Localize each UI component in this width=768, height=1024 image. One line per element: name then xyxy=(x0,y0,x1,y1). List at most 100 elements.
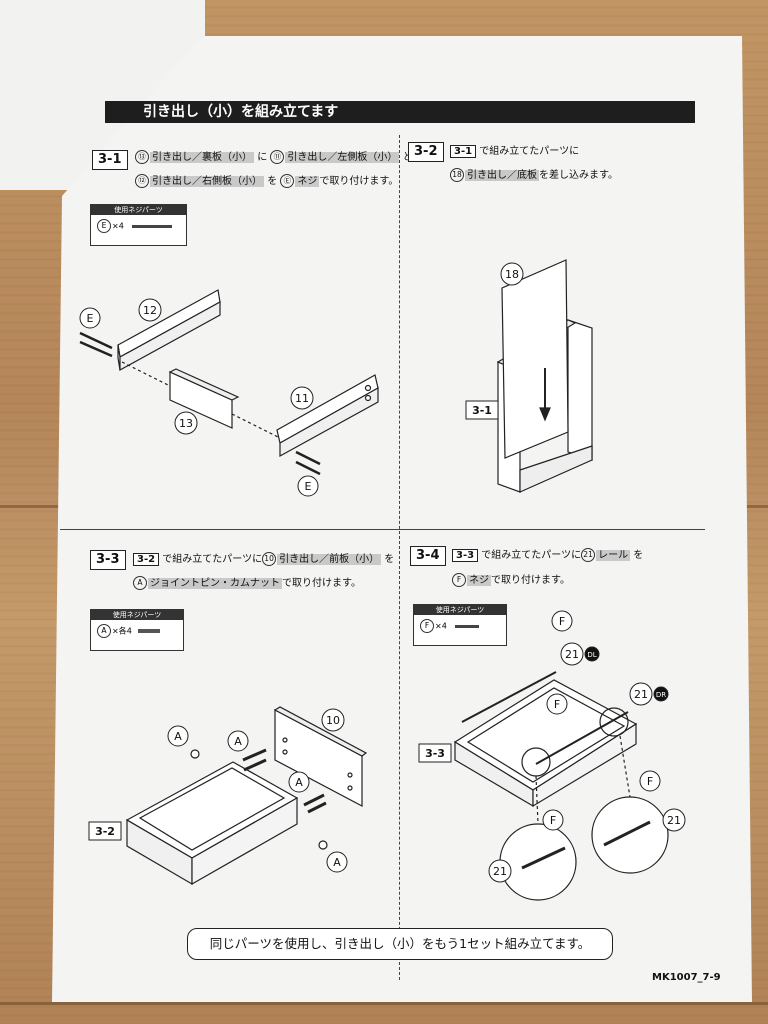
connector-text: を xyxy=(267,176,278,187)
part-number-11: ⑪ xyxy=(270,150,285,164)
callout-f: F xyxy=(554,698,560,711)
connector-text: と xyxy=(403,152,413,163)
part-name-front-panel: 引き出し／前板（小） xyxy=(277,554,382,565)
step-label-text: 3-2 xyxy=(414,144,438,159)
screw-parts-box-3-4: 使用ネジパーツ F×4 xyxy=(413,604,507,646)
bottom-note-text: 同じパーツを使用し、引き出し（小）をもう1セット組み立てます。 xyxy=(209,936,591,951)
callout-18: 18 xyxy=(505,268,519,281)
parts-box-title: 使用ネジパーツ xyxy=(91,610,183,620)
part-number-21: 21 xyxy=(581,548,596,562)
part-number-18: 18 xyxy=(450,168,464,182)
screw-f-label: F xyxy=(452,573,466,587)
parts-box-title: 使用ネジパーツ xyxy=(414,605,506,615)
callout-21: 21 xyxy=(667,814,681,827)
drawer-box-3-3-drawing xyxy=(125,761,299,886)
part-a-label: A xyxy=(133,576,147,590)
ref-step-3-1: 3-1 xyxy=(450,145,477,158)
callout-ref-3-1: 3-1 xyxy=(472,404,492,417)
parts-quantity: ×4 xyxy=(112,221,124,231)
callout-ref-3-2: 3-2 xyxy=(95,825,115,838)
drawer-box-3-4-drawing xyxy=(453,679,638,808)
vertical-divider xyxy=(399,135,400,980)
callout-f: F xyxy=(559,615,565,628)
part-number-13: ⑬ xyxy=(135,150,149,164)
callout-a: A xyxy=(174,730,182,743)
screw-e-drawing xyxy=(295,460,321,476)
instruction-text: で組み立てたパーツに xyxy=(479,146,580,157)
screw-parts-box-3-3: 使用ネジパーツ A×各4 xyxy=(90,609,184,651)
part-a-icon: A xyxy=(97,624,111,638)
callout-12: 12 xyxy=(143,304,157,317)
section-title: 引き出し（小）を組み立てます xyxy=(143,104,339,120)
step-3-2-instruction-line1: 3-1 で組み立てたパーツに xyxy=(450,142,579,159)
bottom-board-18-drawing xyxy=(501,259,569,459)
step-label-text: 3-3 xyxy=(96,552,120,567)
parts-quantity: ×4 xyxy=(435,621,447,631)
callout-10: 10 xyxy=(326,714,340,727)
screw-icon xyxy=(455,624,480,628)
document-code: MK1007_7-9 xyxy=(652,972,721,983)
part-name-back-panel: 引き出し／裏板（小） xyxy=(150,152,254,163)
instruction-tail: を差し込みます。 xyxy=(539,170,618,181)
instruction-tail: で取り付けます。 xyxy=(282,578,361,589)
instruction-text: で組み立てたパーツに xyxy=(481,550,582,561)
panel-13-drawing xyxy=(168,368,240,429)
step-label-3-4: 3-4 xyxy=(410,546,446,566)
table-seam xyxy=(0,1002,768,1005)
parts-box-body: F×4 xyxy=(414,615,506,637)
connector-text: を xyxy=(384,554,395,565)
callout-21: 21 xyxy=(634,688,648,701)
part-name-right-panel: 引き出し／右側板（小） xyxy=(150,176,264,187)
callout-f: F xyxy=(647,775,653,788)
callout-11: 11 xyxy=(295,392,309,405)
callout-21: 21 xyxy=(493,865,507,878)
callout-tag-dr: DR xyxy=(656,691,666,699)
screw-e-icon: E xyxy=(97,219,111,233)
ref-step-3-3: 3-3 xyxy=(452,549,479,562)
instruction-tail: で取り付けます。 xyxy=(491,575,570,586)
step-label-3-3: 3-3 xyxy=(90,550,126,570)
panel-11-drawing xyxy=(276,374,379,458)
step-label-text: 3-1 xyxy=(98,152,122,167)
callout-13: 13 xyxy=(179,417,193,430)
screw-f-icon: F xyxy=(420,619,434,633)
zoom-circle-right xyxy=(599,707,629,737)
connector-text: に xyxy=(257,152,268,163)
screw-e-label: Ⓔ xyxy=(280,174,295,188)
horizontal-divider xyxy=(60,529,705,530)
callout-e: E xyxy=(87,312,94,325)
callout-21: 21 xyxy=(565,648,579,661)
joint-pins-drawing xyxy=(242,748,327,814)
ref-step-3-2: 3-2 xyxy=(133,553,160,566)
step-label-text: 3-4 xyxy=(416,548,440,563)
screw-icon xyxy=(132,224,173,228)
cam-nut-drawing xyxy=(318,840,328,850)
section-title-bar: 引き出し（小）を組み立てます xyxy=(105,101,695,123)
screw-e-drawing xyxy=(295,450,321,466)
part-name-bottom-board: 引き出し／底板 xyxy=(465,170,539,181)
callout-ref-3-3: 3-3 xyxy=(425,747,445,760)
part-number-12: ⑫ xyxy=(135,174,149,188)
connector-text: を xyxy=(633,550,644,561)
front-panel-10-drawing xyxy=(273,706,368,807)
parts-box-body: E×4 xyxy=(91,215,186,237)
parts-box-title: 使用ネジパーツ xyxy=(91,205,186,215)
part-number-10: 10 xyxy=(262,552,277,566)
screw-parts-box-3-1: 使用ネジパーツ E×4 xyxy=(90,204,187,246)
callout-f: F xyxy=(550,814,556,827)
screw-name: ネジ xyxy=(467,575,491,586)
part-name-rail: レール xyxy=(596,550,631,561)
callout-a: A xyxy=(295,776,303,789)
screw-e-drawing xyxy=(79,331,113,350)
instruction-tail: で取り付けます。 xyxy=(319,176,399,187)
bottom-note: 同じパーツを使用し、引き出し（小）をもう1セット組み立てます。 xyxy=(187,928,613,960)
part-name-joint-pin: ジョイントピン・カムナット xyxy=(148,578,282,589)
detail-circle-right xyxy=(591,796,669,874)
screw-name: ネジ xyxy=(295,176,320,187)
